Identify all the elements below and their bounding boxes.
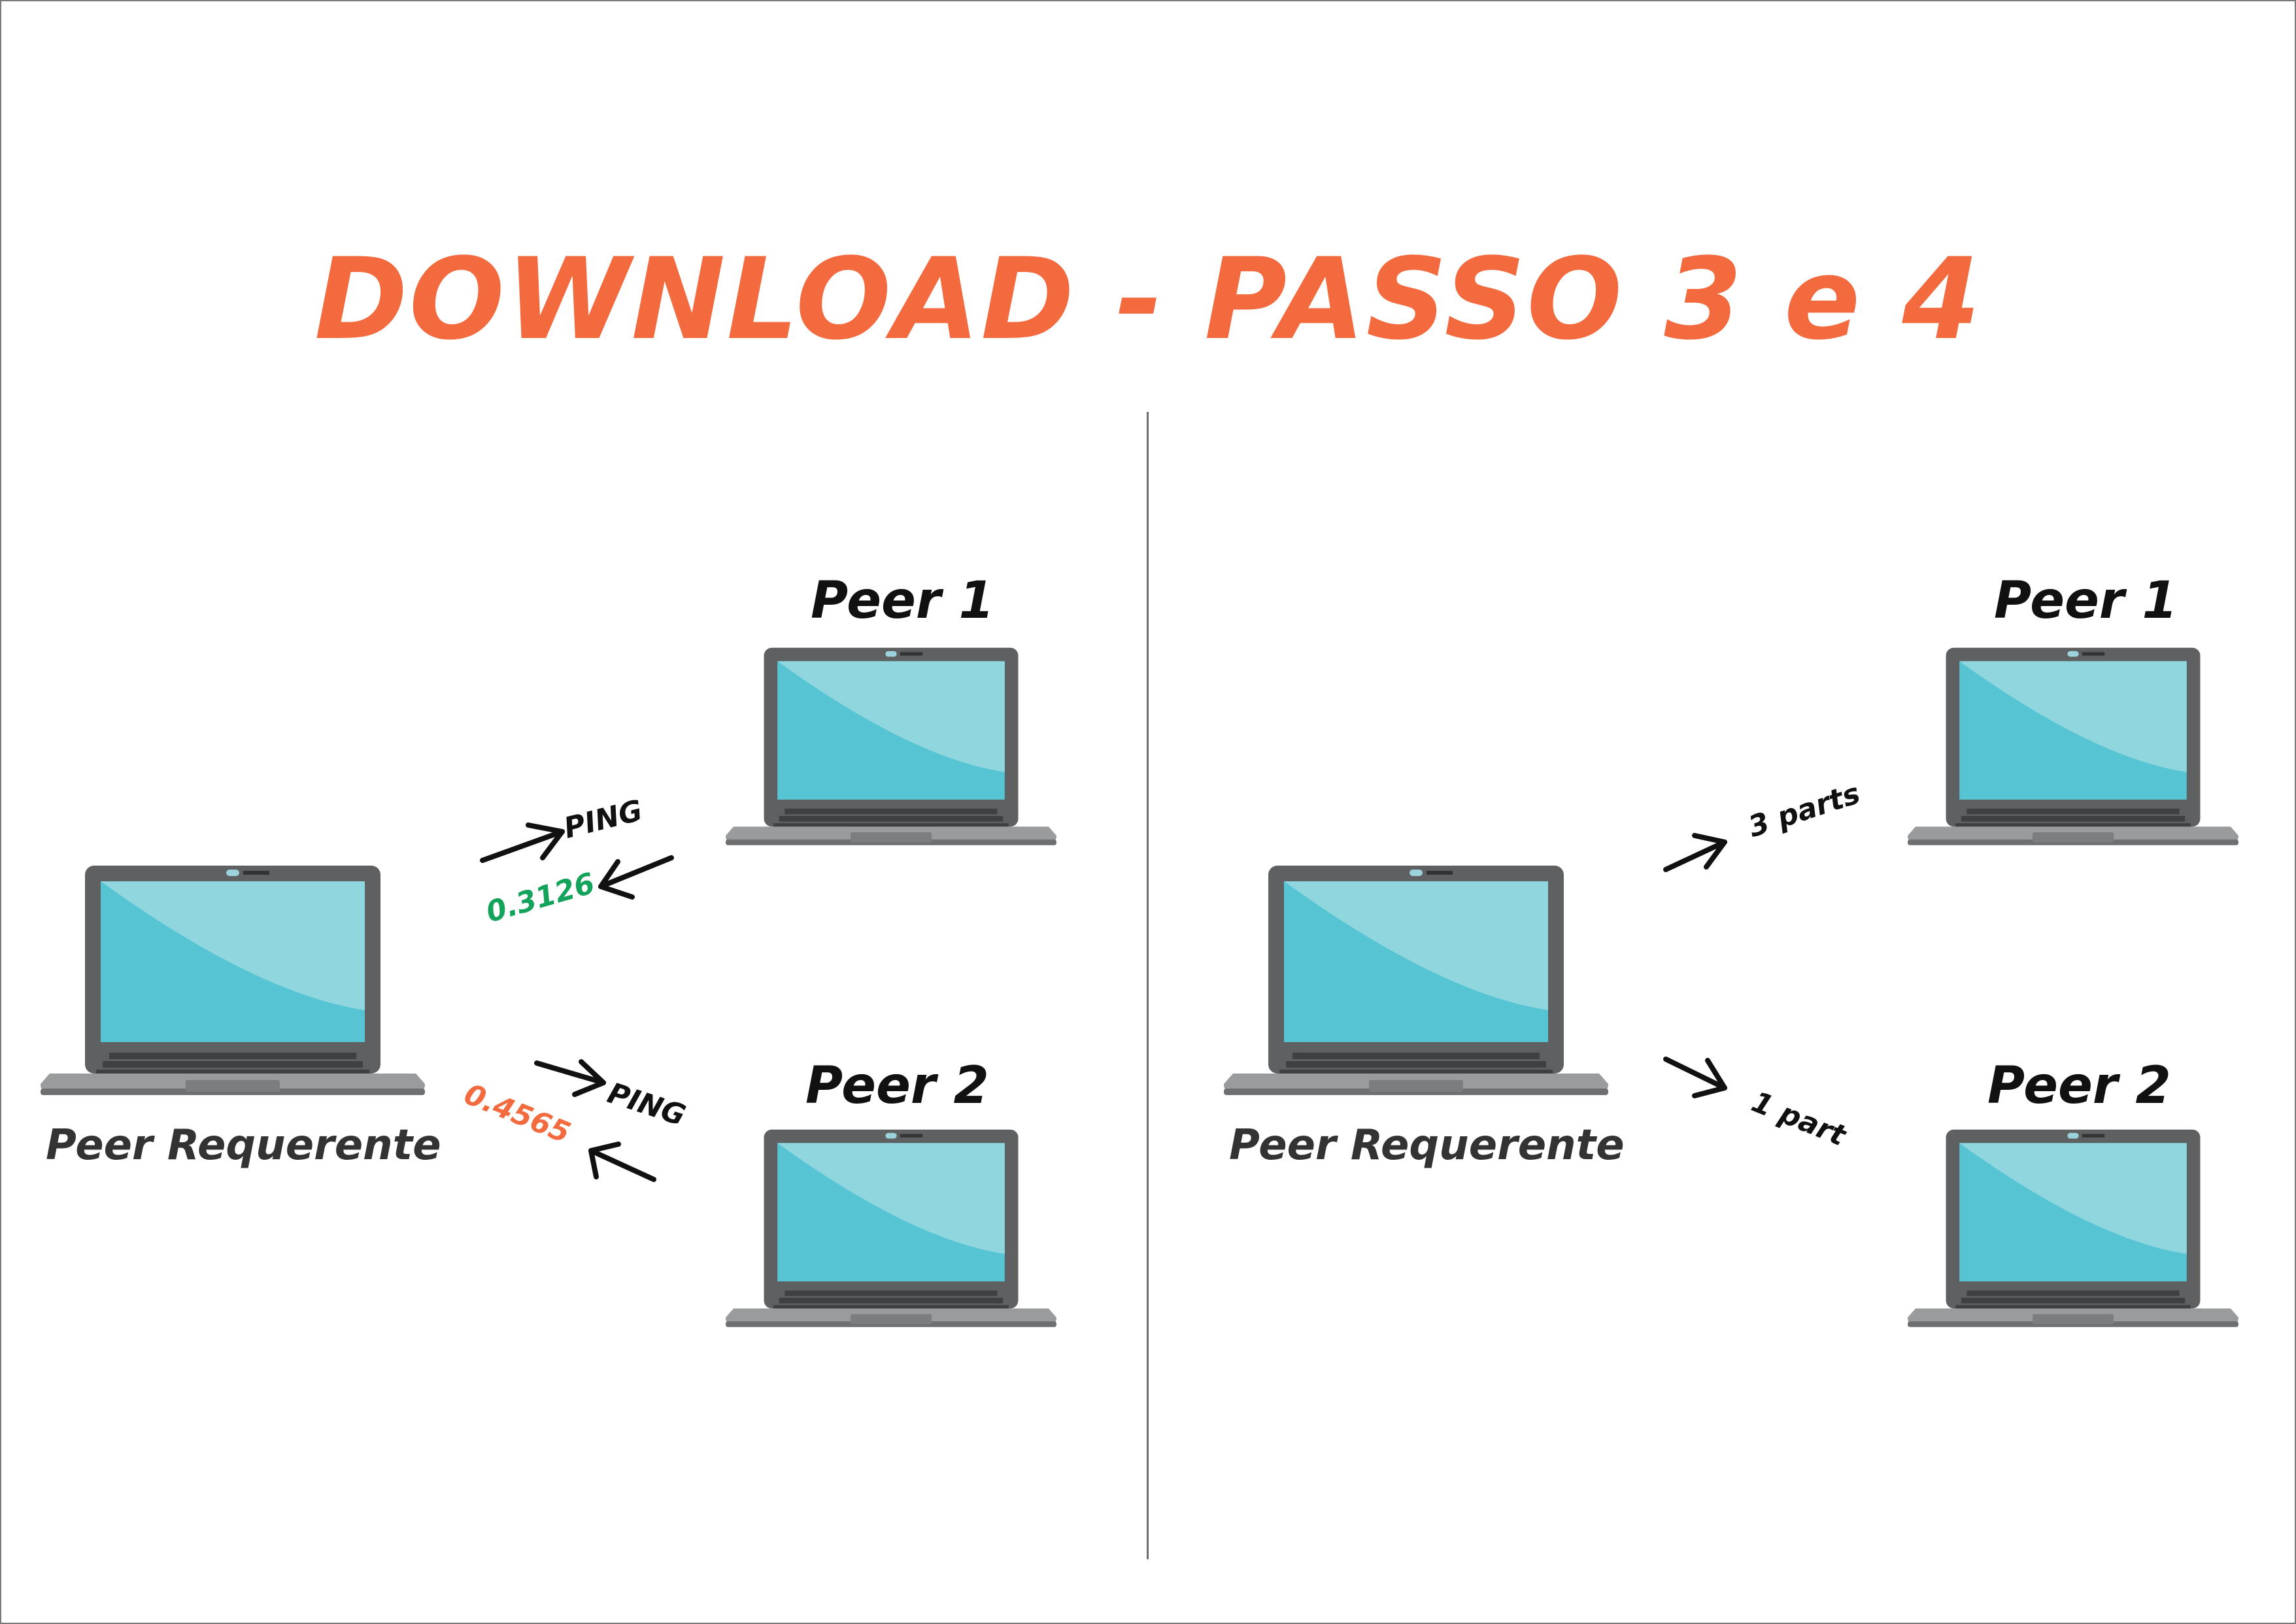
arrow-right-icon-ping1 (480, 822, 565, 863)
peer1-label-right: Peer 1 (1994, 571, 2178, 630)
arrow-right-icon-ping2 (534, 1059, 606, 1097)
arrow-left-icon-ping2 (588, 1142, 656, 1182)
requester-label-left: Peer Requerente (46, 1121, 441, 1170)
laptop-icon-peer2-right (1908, 1129, 2238, 1327)
laptop-icon-peer1-left (726, 647, 1056, 845)
laptop-icon-peer2-left (726, 1129, 1056, 1327)
arrow-right-icon-parts2 (1663, 1057, 1727, 1098)
peer2-label-left: Peer 2 (805, 1057, 989, 1115)
laptop-icon-peer1-right (1908, 647, 2238, 845)
arrow-left-icon-ping1 (598, 855, 674, 900)
peer2-label-right: Peer 2 (1987, 1057, 2171, 1115)
requester-label-right: Peer Requerente (1229, 1121, 1625, 1170)
peer1-label-left: Peer 1 (811, 571, 994, 630)
arrow-right-icon-parts1 (1663, 833, 1727, 872)
laptop-icon-requester-left (41, 866, 425, 1095)
panel-divider (1147, 412, 1149, 1559)
laptop-icon-requester-right (1224, 866, 1608, 1095)
page-title: DOWNLOAD - PASSO 3 e 4 (314, 233, 1982, 365)
